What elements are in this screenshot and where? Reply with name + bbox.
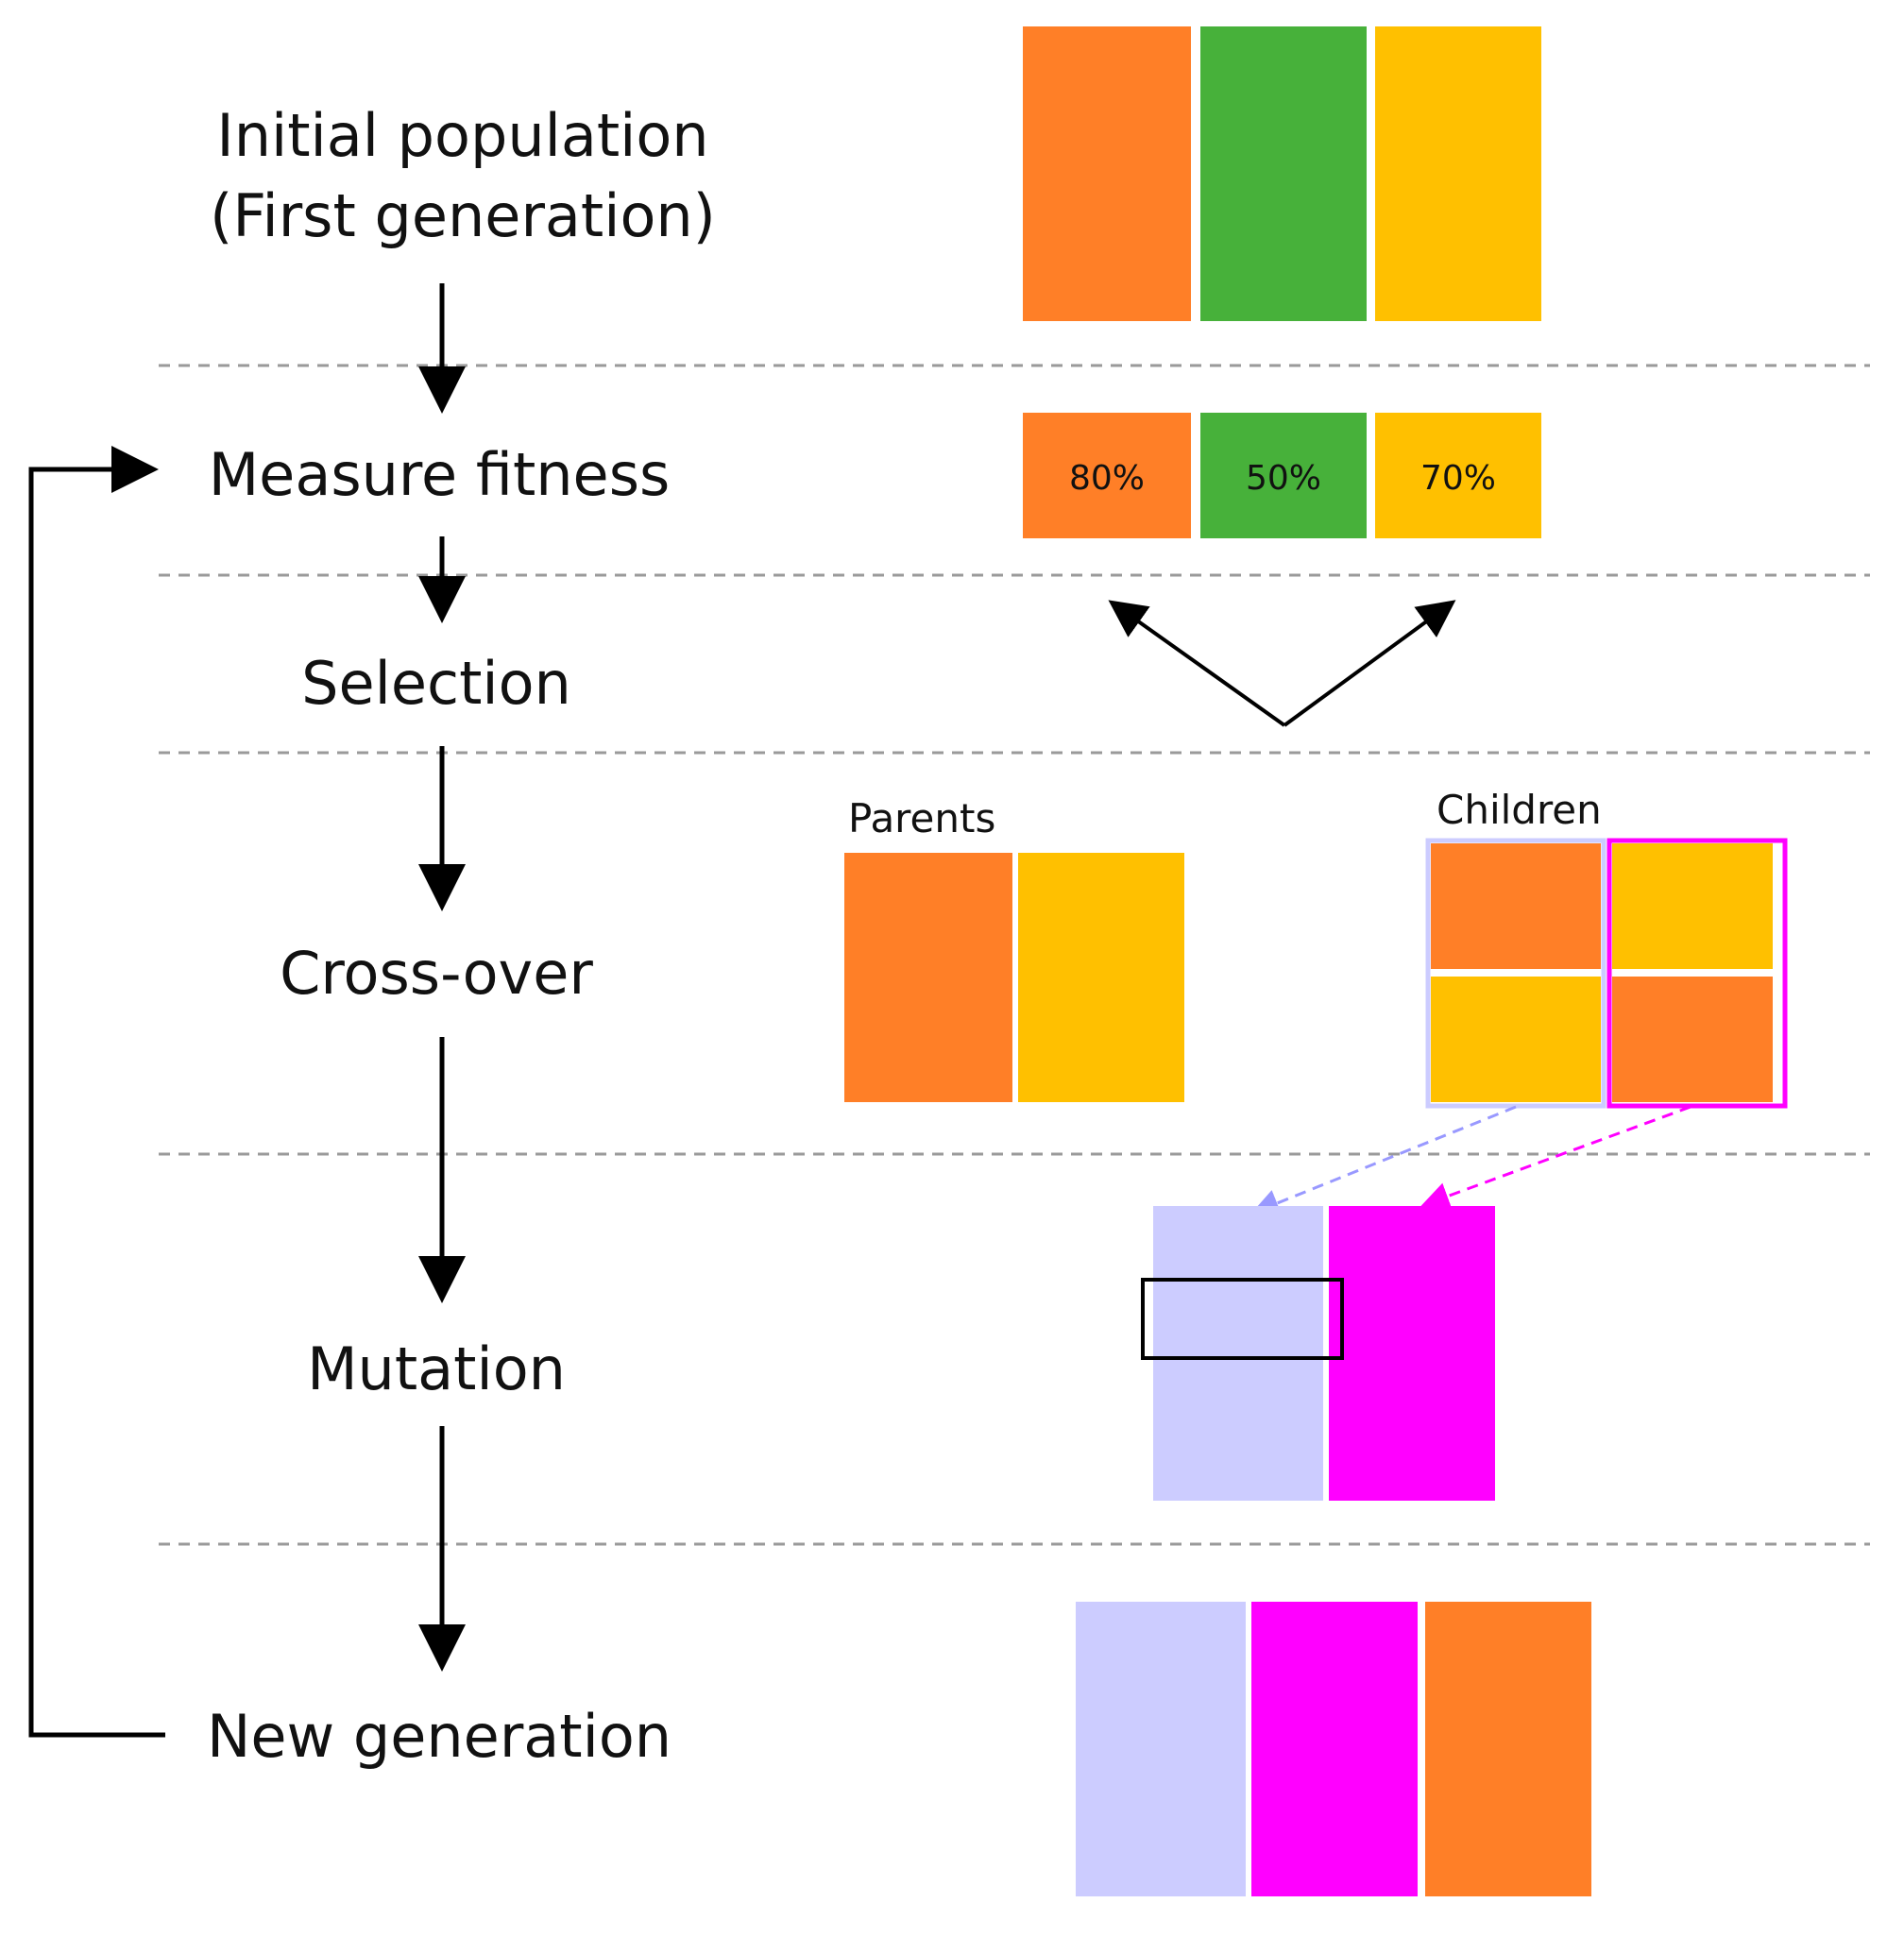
fitness-value-yellow: 70%: [1420, 459, 1496, 498]
child-yellow-top: [1612, 843, 1773, 969]
chromosome-orange: [1023, 26, 1191, 321]
new-chromosome-lavender: [1076, 1602, 1246, 1896]
mutated-chromosome-magenta: [1329, 1206, 1495, 1501]
step-selection: Selection: [301, 649, 571, 718]
new-chromosome-magenta: [1251, 1602, 1418, 1896]
step-crossover: Cross-over: [280, 939, 593, 1008]
child-2-outline: [1606, 838, 1788, 1109]
selection-arrow-left: [1108, 600, 1286, 727]
chromosome-yellow: [1375, 26, 1541, 321]
step-measure-fitness: Measure fitness: [209, 440, 671, 509]
mutated-chromosome-lavender: [1153, 1206, 1323, 1501]
selection-arrow-right: [1283, 600, 1456, 727]
parents-label: Parents: [848, 795, 995, 841]
parent-orange: [844, 853, 1012, 1102]
child-2-to-mutation-arrow: [1420, 1105, 1692, 1210]
fitness-value-green: 50%: [1246, 459, 1321, 498]
new-chromosome-orange: [1425, 1602, 1591, 1896]
step-new-generation: New generation: [207, 1702, 672, 1771]
step-mutation: Mutation: [307, 1334, 566, 1403]
loop-arrow: [28, 446, 165, 1738]
step-initial-population: Initial population: [216, 101, 708, 170]
fitness-yellow-block: [1375, 413, 1541, 538]
fitness-value-orange: 80%: [1069, 459, 1145, 498]
step-first-generation: (First generation): [210, 181, 716, 250]
child-orange-bottom: [1612, 977, 1773, 1102]
child-1-to-mutation-arrow: [1250, 1105, 1517, 1216]
child-1-outline: [1425, 838, 1606, 1109]
parent-yellow: [1018, 853, 1184, 1102]
fitness-orange-block: [1023, 413, 1191, 538]
chromosome-green: [1200, 26, 1367, 321]
child-orange-top: [1431, 843, 1601, 969]
mutation-highlight-box: [1141, 1278, 1344, 1360]
children-label: Children: [1436, 787, 1602, 833]
fitness-green-block: [1200, 413, 1367, 538]
child-yellow-bottom: [1431, 977, 1601, 1102]
